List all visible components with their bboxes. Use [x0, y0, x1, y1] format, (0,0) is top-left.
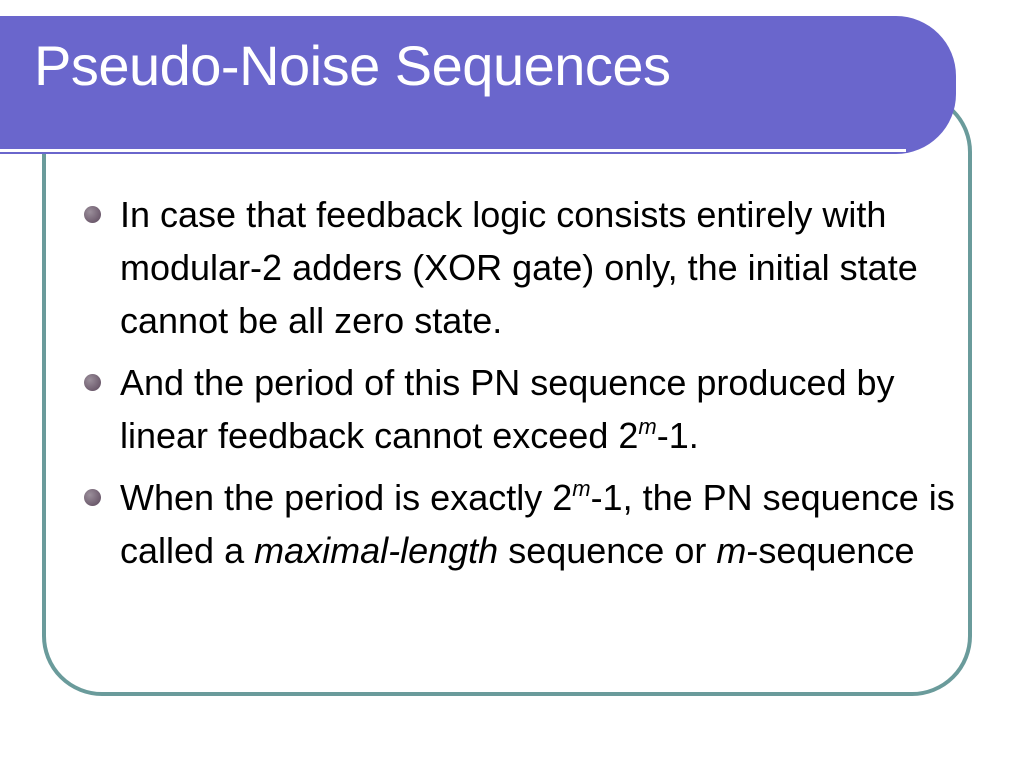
bullet-dot-icon — [84, 489, 101, 506]
slide-title: Pseudo-Noise Sequences — [34, 34, 671, 97]
superscript-m: m — [572, 476, 591, 501]
bullet-text-suffix: -1. — [656, 415, 699, 456]
italic-m: m — [716, 530, 747, 571]
bullet-item-period-limit: And the period of this PN sequence produ… — [78, 356, 958, 462]
bullet-text: When the period is exactly 2 — [120, 477, 573, 518]
content-frame — [42, 92, 972, 696]
bullet-text-between: sequence or — [498, 530, 717, 571]
bullet-item-maximal-length: When the period is exactly 2m-1, the PN … — [78, 471, 958, 577]
bullet-item-initial-state: In case that feedback logic consists ent… — [78, 188, 958, 347]
bullet-dot-icon — [84, 374, 101, 391]
bullet-text: And the period of this PN sequence produ… — [120, 362, 895, 456]
bullet-text-middle: -1, the PN sequence is called a — [120, 477, 955, 571]
bullet-text: In case that feedback logic consists ent… — [120, 194, 918, 341]
bullet-list: In case that feedback logic consists ent… — [78, 188, 958, 586]
superscript-m: m — [638, 414, 657, 439]
bullet-text-suffix: -sequence — [746, 530, 915, 571]
italic-maximal-length: maximal-length — [254, 530, 499, 571]
title-band — [0, 16, 956, 154]
bullet-dot-icon — [84, 206, 101, 223]
title-underline-rule — [0, 149, 906, 152]
